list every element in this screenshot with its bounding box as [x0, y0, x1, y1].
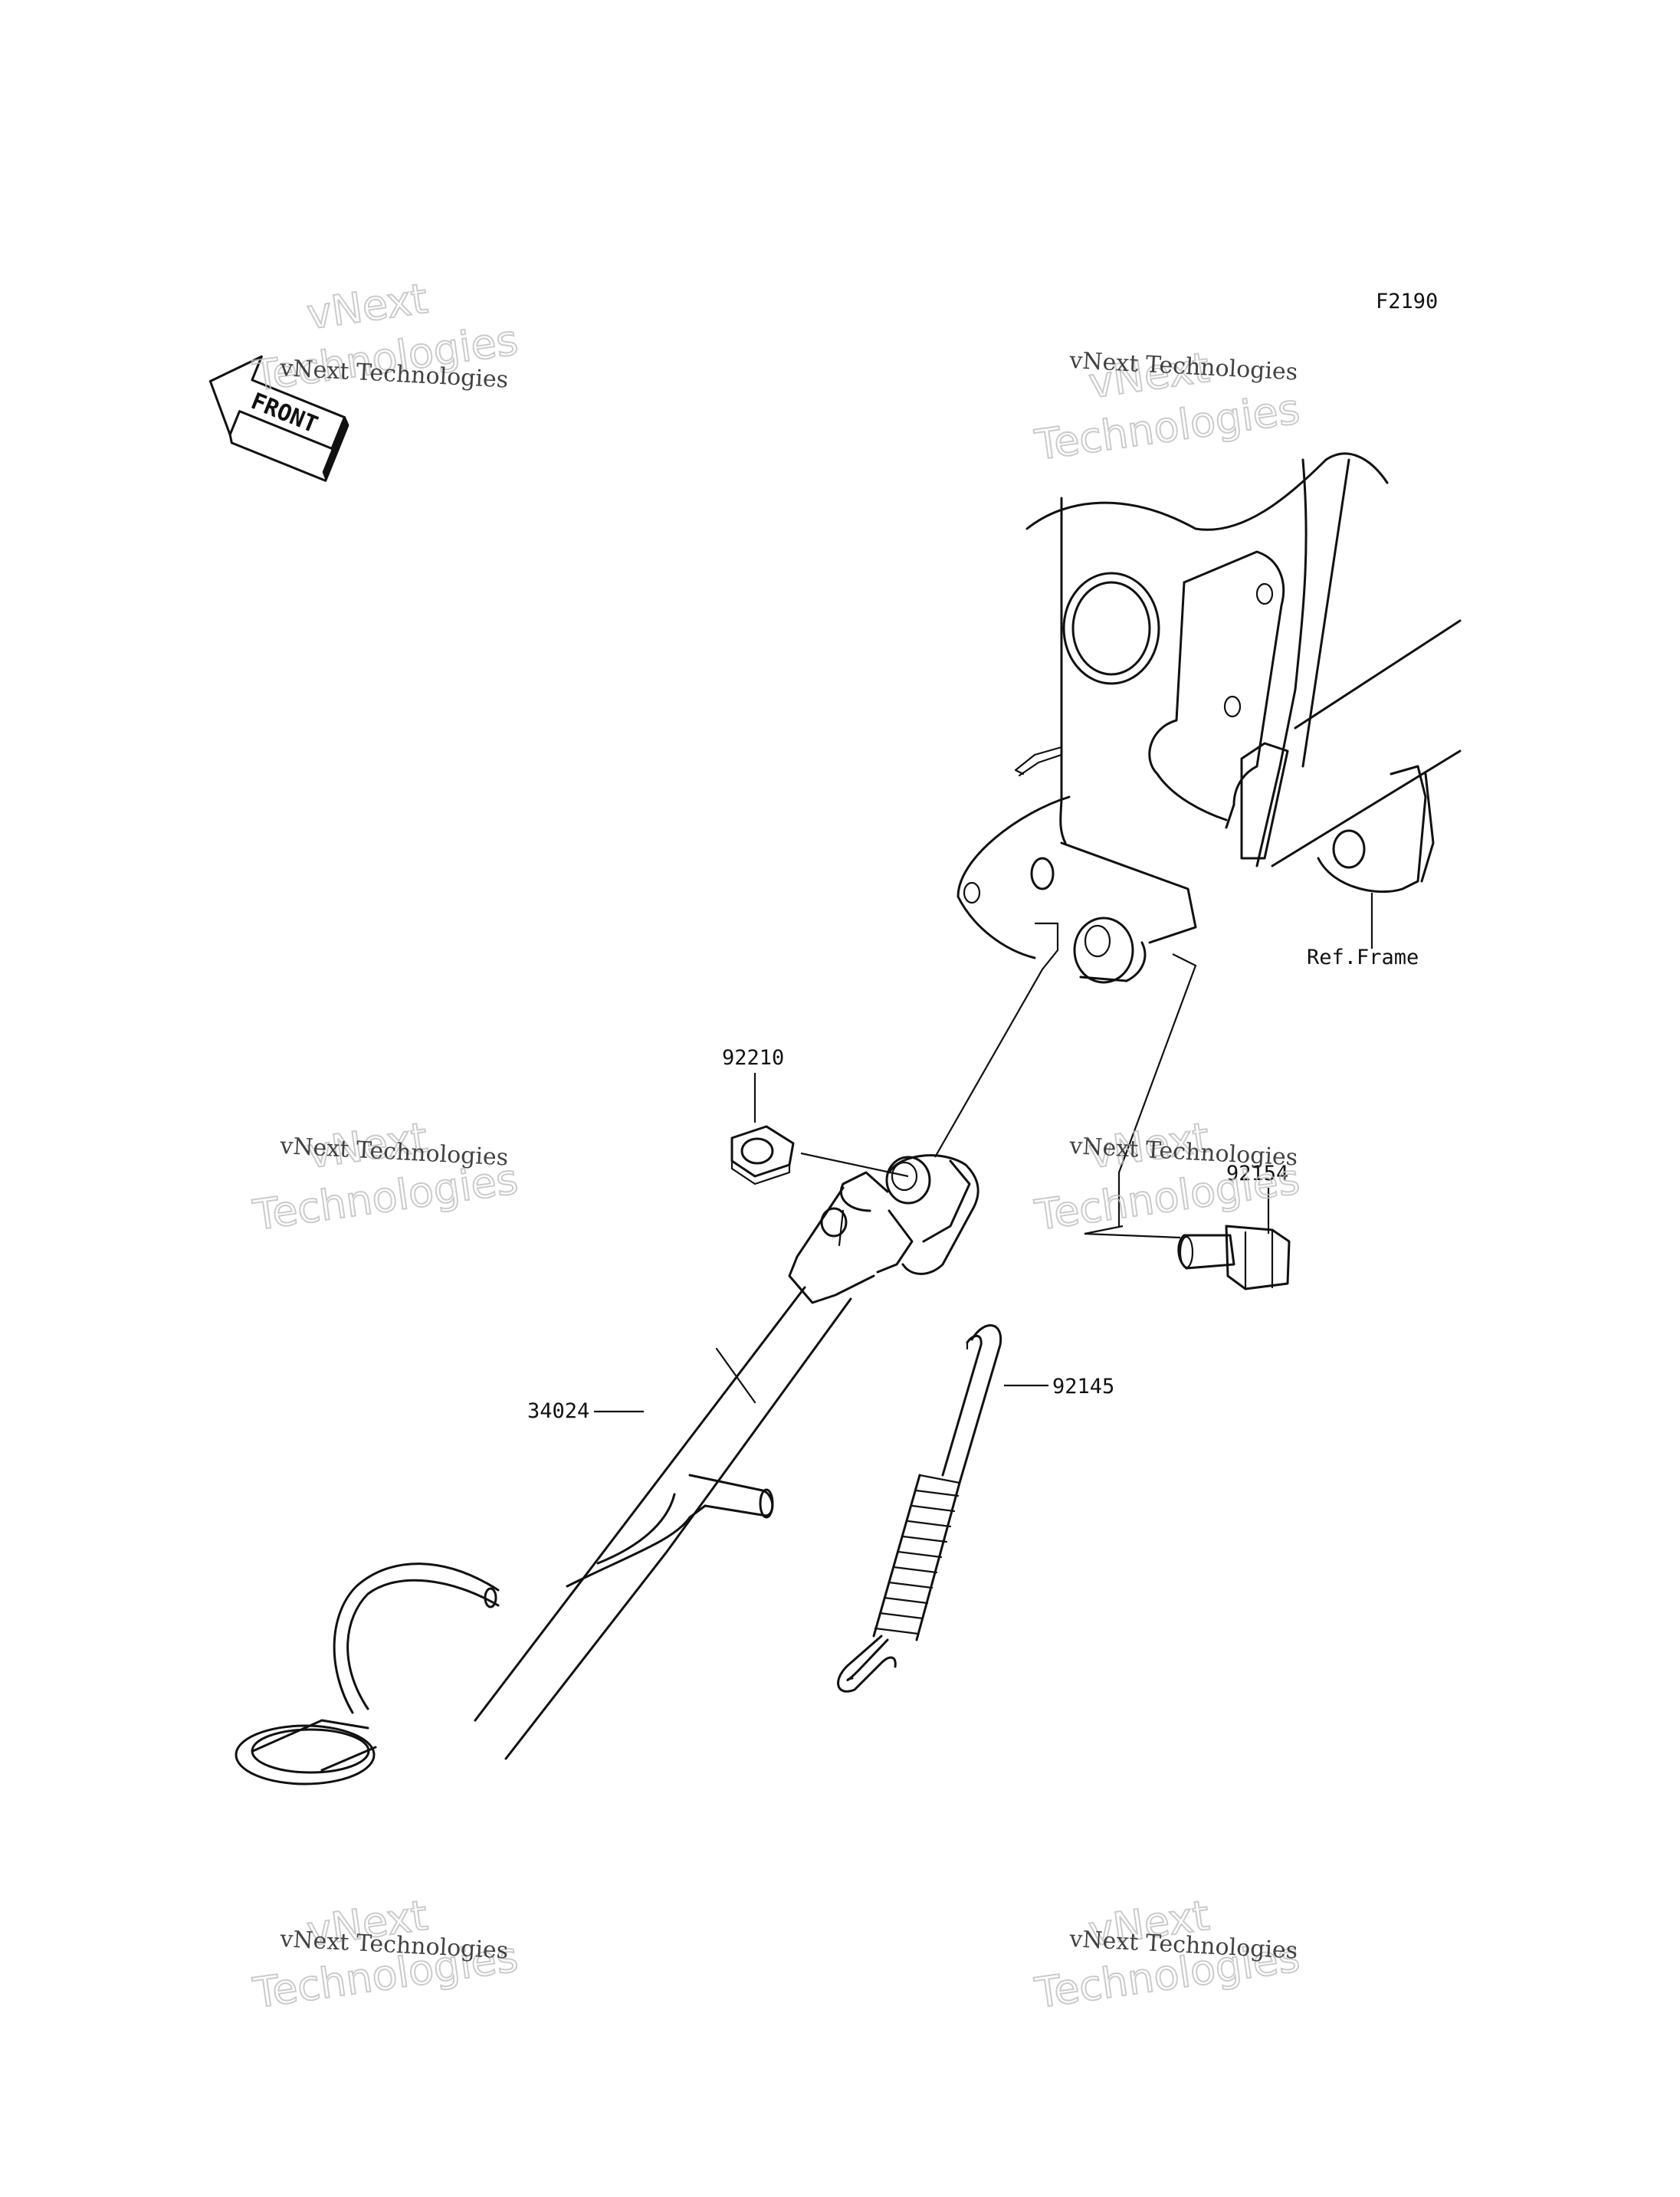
figure-code: F2190 [1376, 290, 1438, 313]
label-34024: 34024 [527, 1399, 589, 1423]
label-92145: 92145 [1052, 1375, 1114, 1399]
watermark: vNext Technologies vNext Technologies vN… [249, 274, 1303, 2018]
label-92210: 92210 [722, 1046, 784, 1070]
watermark-big-1: vNext [304, 274, 431, 339]
ref-frame-label: Ref.Frame [1307, 946, 1419, 969]
frame-reference [956, 452, 1462, 984]
part-92154[interactable]: 92154 [1177, 1162, 1291, 1290]
part-92145[interactable]: 92145 [837, 1324, 1115, 1693]
label-92154: 92154 [1226, 1162, 1288, 1185]
part-92210[interactable]: 92210 [722, 1046, 909, 1185]
spring-coils [872, 1474, 961, 1641]
svg-text:Technologies: Technologies [1032, 385, 1302, 470]
part-34024[interactable]: 34024 [235, 1154, 979, 1785]
